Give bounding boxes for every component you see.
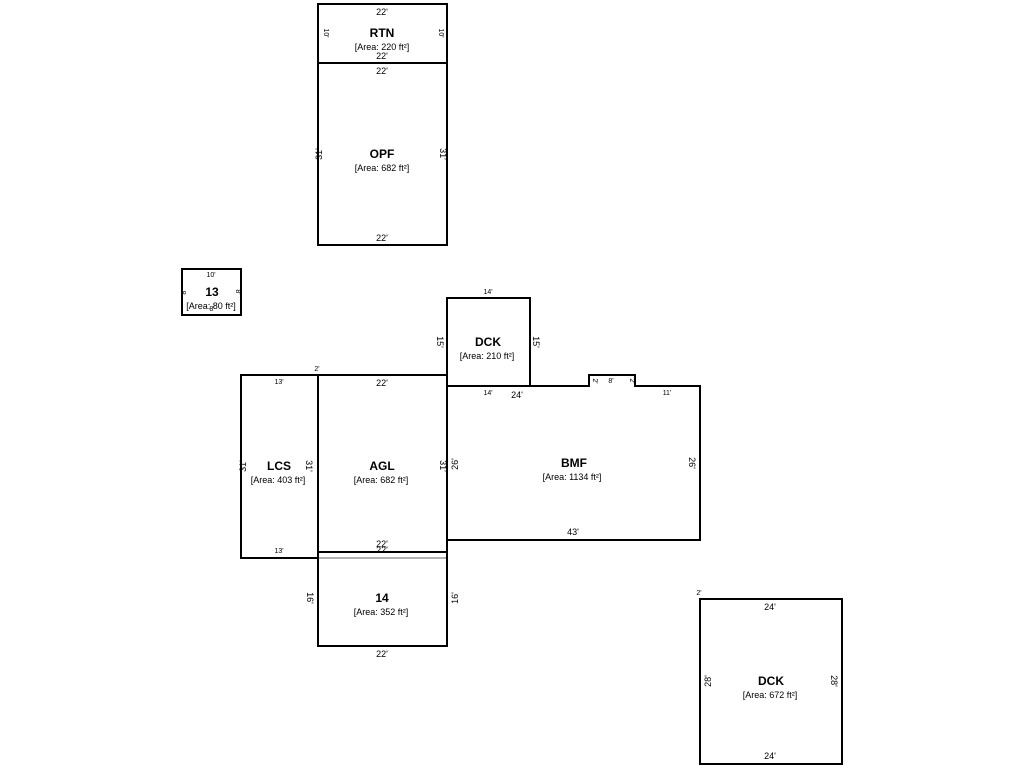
room-14-outline [317,551,448,647]
room-dck-large[interactable]: DCK [Area: 672 ft²] 24' 24' 28' 28' 2' [696,590,843,765]
room-14[interactable]: 14 [Area: 352 ft²] 22' 22' 16' 16' [305,545,460,659]
room-13-dim-right: 8' [234,289,241,294]
room-agl-dim-top: 22' [376,378,388,388]
room-14-area: [Area: 352 ft²] [354,607,409,617]
room-lcs-dim-right: 31' [304,460,314,472]
room-bmf-area: [Area: 1134 ft²] [543,472,602,482]
room-opf-area: [Area: 682 ft²] [355,163,410,173]
room-opf-dim-bottom: 22' [376,233,388,243]
room-opf-dim-right: 31' [438,148,448,160]
room-13-dim-bottom: 8' [209,306,214,313]
room-dck-large-area: [Area: 672 ft²] [743,690,798,700]
room-dck-large-dim-corner: 2' [696,590,701,597]
room-dck-large-dim-left: 28' [703,675,713,687]
room-dck-small-dim-left: 15' [435,336,445,348]
room-13-dim-top: 10' [206,272,215,279]
room-rtn-dim-bottom: 22' [376,51,388,61]
room-bmf-dim-notch-top: 8' [608,378,613,385]
room-opf-dim-top: 22' [376,66,388,76]
room-bmf-label: BMF [561,456,587,470]
room-14-dim-bottom: 22' [376,649,388,659]
room-opf-label: OPF [370,147,395,161]
room-dck-large-dim-right: 28' [829,675,839,687]
room-bmf-dim-bottom: 43' [567,527,579,537]
room-lcs-area: [Area: 403 ft²] [251,475,306,485]
room-rtn-label: RTN [370,26,395,40]
room-dck-large-dim-bottom: 24' [764,751,776,761]
room-dck-small-dim-right: 15' [531,336,541,348]
room-dck-small-area: [Area: 210 ft²] [460,351,515,361]
room-opf-dim-left: 31' [314,148,324,160]
room-bmf[interactable]: BMF [Area: 1134 ft²] 24' 11' 8' 2' 2' 43… [446,374,701,541]
room-rtn[interactable]: RTN [Area: 220 ft²] 22' 22' 10' 10' [317,3,448,64]
room-bmf-dim-top-left: 24' [511,390,523,400]
room-lcs-label: LCS [267,459,291,473]
room-13[interactable]: 13 [Area: 80 ft²] 10' 8' 8' 8' [181,268,242,316]
room-rtn-dim-top: 22' [376,7,388,17]
room-lcs-dim-top: 13' [274,379,283,386]
room-lcs[interactable]: LCS [Area: 403 ft²] 13' 13' 31' 31' [238,374,319,559]
room-rtn-area: [Area: 220 ft²] [355,42,410,52]
room-opf[interactable]: OPF [Area: 682 ft²] 22' 22' 31' 31' [314,62,448,246]
room-dck-large-label: DCK [758,674,784,688]
room-dck-large-dim-top: 24' [764,602,776,612]
room-13-area: [Area: 80 ft²] [186,301,236,311]
room-13-dim-left: 8' [181,289,188,294]
room-14-dim-right: 16' [450,592,460,604]
room-agl-dim-corner: 2' [314,366,319,373]
room-bmf-outline [446,374,701,541]
room-agl-dim-right: 31' [438,460,448,472]
room-dck-small-label: DCK [475,335,501,349]
room-13-label: 13 [205,285,219,299]
room-agl-area: [Area: 682 ft²] [354,475,409,485]
room-bmf-dim-notch-right: 2' [628,378,635,383]
room-opf-outline [317,62,448,246]
room-14-dim-top: 22' [376,545,388,555]
room-agl[interactable]: AGL [Area: 682 ft²] 22' 22' 31' 2' [314,366,448,553]
room-dck-small-dim-bottom: 14' [483,390,492,397]
room-rtn-dim-right: 10' [437,28,444,37]
room-rtn-dim-left: 10' [322,28,329,37]
room-13-outline [181,268,242,316]
room-bmf-dim-top-right: 11' [663,390,672,397]
room-14-label: 14 [375,591,389,605]
room-lcs-dim-left: 31' [238,460,248,472]
room-bmf-dim-left: 26' [450,458,460,470]
room-bmf-dim-notch-left: 2' [591,378,598,383]
room-lcs-dim-bottom: 13' [274,548,283,555]
room-agl-label: AGL [369,459,394,473]
room-dck-large-outline [699,598,843,765]
room-dck-small-dim-top: 14' [483,289,492,296]
room-agl-dim-bottom: 22' [376,539,388,549]
room-bmf-dim-right: 26' [687,457,697,469]
room-14-dim-left: 16' [305,592,315,604]
room-dck-small[interactable]: DCK [Area: 210 ft²] 14' 14' 15' 15' [435,289,541,397]
